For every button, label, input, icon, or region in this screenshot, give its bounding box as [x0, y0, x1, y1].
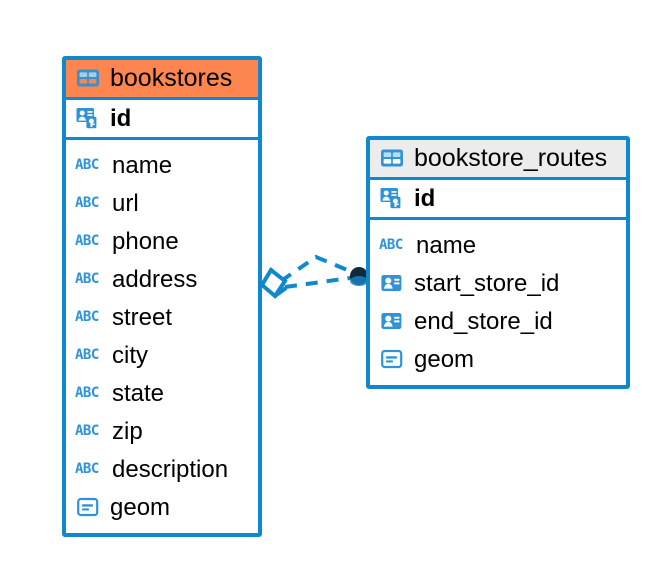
abc-text-icon: ABC — [75, 385, 99, 402]
field-label: geom — [414, 345, 475, 373]
primary-key-row[interactable]: id — [66, 97, 258, 141]
field-label: start_store_id — [414, 269, 560, 297]
primary-key-row[interactable]: id — [370, 177, 626, 221]
field-row[interactable]: ABC city — [66, 336, 258, 374]
field-row[interactable]: ABC description — [66, 450, 258, 488]
field-label: phone — [112, 227, 179, 255]
entity-header-bookstores[interactable]: bookstores — [66, 60, 258, 98]
field-label: end_store_id — [414, 307, 553, 335]
field-row[interactable]: end_store_id — [370, 302, 626, 340]
primary-key-icon — [75, 105, 101, 131]
field-label: name — [112, 151, 173, 179]
entity-header-bookstore-routes[interactable]: bookstore_routes — [370, 140, 626, 178]
primary-key-label: id — [110, 104, 132, 132]
field-row[interactable]: geom — [66, 488, 258, 526]
geometry-icon — [379, 346, 405, 372]
field-label: geom — [110, 493, 171, 521]
abc-text-icon: ABC — [75, 195, 99, 212]
table-icon — [379, 145, 405, 171]
foreign-key-icon — [379, 270, 405, 296]
relationship-line-upper — [279, 254, 358, 283]
field-row[interactable]: ABC zip — [66, 412, 258, 450]
field-label: zip — [112, 417, 143, 445]
abc-text-icon: ABC — [75, 309, 99, 326]
field-row[interactable]: geom — [370, 340, 626, 378]
primary-key-icon — [379, 185, 405, 211]
abc-text-icon: ABC — [379, 237, 403, 254]
field-row[interactable]: start_store_id — [370, 264, 626, 302]
foreign-key-icon — [379, 308, 405, 334]
field-row[interactable]: ABC state — [66, 374, 258, 412]
primary-key-label: id — [414, 184, 436, 212]
field-row[interactable]: ABC address — [66, 260, 258, 298]
diamond-endpoint — [259, 267, 288, 299]
field-row[interactable]: ABC url — [66, 184, 258, 222]
field-label: description — [112, 455, 229, 483]
relationship-line-lower — [284, 275, 358, 289]
field-row[interactable]: ABC name — [66, 146, 258, 184]
field-label: url — [112, 189, 139, 217]
entity-title: bookstore_routes — [414, 144, 608, 172]
field-row[interactable]: ABC phone — [66, 222, 258, 260]
field-label: name — [416, 231, 477, 259]
abc-text-icon: ABC — [75, 423, 99, 440]
abc-text-icon: ABC — [75, 347, 99, 364]
geometry-icon — [75, 494, 101, 520]
field-row[interactable]: ABC name — [370, 226, 626, 264]
field-label: street — [112, 303, 173, 331]
field-row[interactable]: ABC street — [66, 298, 258, 336]
field-label: city — [112, 341, 148, 369]
abc-text-icon: ABC — [75, 461, 99, 478]
entity-title: bookstores — [110, 64, 233, 92]
table-icon — [75, 65, 101, 91]
abc-text-icon: ABC — [75, 157, 99, 174]
field-label: state — [112, 379, 165, 407]
abc-text-icon: ABC — [75, 233, 99, 250]
field-label: address — [112, 265, 198, 293]
abc-text-icon: ABC — [75, 271, 99, 288]
